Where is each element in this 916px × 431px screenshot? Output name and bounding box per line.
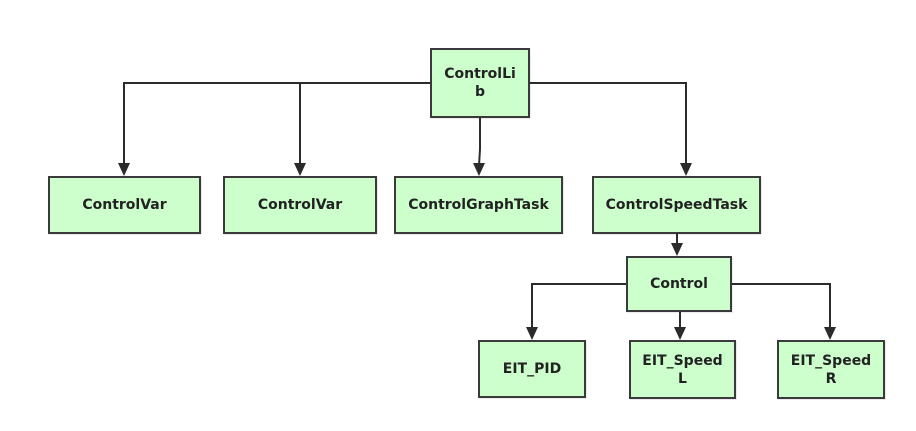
connector-root-to-controlgraphtask <box>478 118 481 167</box>
node-eit-speed-r-label-line-2: R <box>825 370 837 387</box>
node-control-label: Control <box>650 276 708 292</box>
node-eit-speed-r[interactable]: EIT_Speed R <box>777 340 885 399</box>
arrowhead-eit-speed-l <box>674 327 686 340</box>
node-eit-speed-r-label-line-1: EIT_Speed <box>790 352 872 369</box>
node-controlvar-1[interactable]: ControlVar <box>48 176 201 234</box>
node-controlgraphtask[interactable]: ControlGraphTask <box>394 176 563 234</box>
arrowhead-controlvar-2 <box>294 163 306 176</box>
node-controllib-label-line-1: ControlLi <box>444 66 516 82</box>
node-controlvar-1-label: ControlVar <box>82 197 167 213</box>
connector-control-to-eit-pid <box>531 283 626 330</box>
arrowhead-eit-pid <box>526 327 538 340</box>
arrowhead-controlvar-1 <box>118 163 130 176</box>
node-controlspeedtask[interactable]: ControlSpeedTask <box>592 176 761 234</box>
node-control[interactable]: Control <box>626 256 732 312</box>
arrowhead-control <box>671 243 683 256</box>
node-eit-speed-l-label-line-1: EIT_Speed <box>642 352 723 369</box>
arrowhead-eit-speed-r <box>824 327 836 340</box>
node-eit-speed-l[interactable]: EIT_Speed L <box>629 340 736 399</box>
arrowhead-controlgraphtask <box>473 163 485 176</box>
connector-control-to-eit-speed-r <box>732 283 831 330</box>
node-controlvar-2-label: ControlVar <box>257 197 343 213</box>
node-controlgraphtask-label: ControlGraphTask <box>408 197 549 213</box>
node-controlspeedtask-label: ControlSpeedTask <box>605 197 748 213</box>
node-controlvar-2[interactable]: ControlVar <box>223 176 377 234</box>
node-controllib-label-line-2: b <box>474 84 486 100</box>
arrowhead-controlspeedtask <box>680 163 692 176</box>
connector-root-to-controlspeedtask <box>530 82 687 166</box>
node-eit-pid[interactable]: EIT_PID <box>478 340 586 398</box>
node-eit-pid-label: EIT_PID <box>502 361 562 377</box>
node-controllib[interactable]: ControlLi b <box>430 48 530 118</box>
connector-root-to-controlvar-1 <box>123 82 430 166</box>
node-eit-speed-l-label-line-2: L <box>678 370 687 387</box>
